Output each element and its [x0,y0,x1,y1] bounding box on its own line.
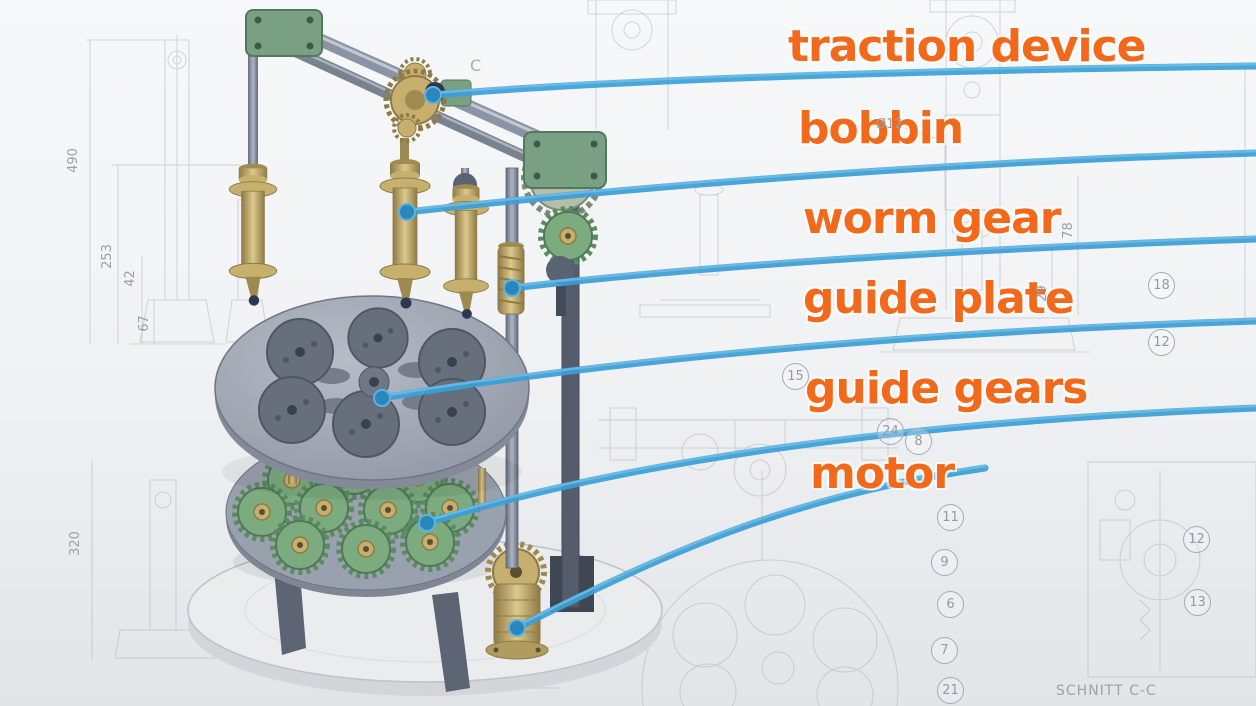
support-column [550,189,594,612]
callout-dot-traction-device [424,86,442,104]
dimension-320: 320 [67,531,83,556]
motor-part [485,541,549,660]
label-traction-device: traction device [788,21,1147,72]
label-motor: motor [810,448,955,499]
callout-dot-worm-gear [503,279,521,297]
callout-dot-bobbin [398,203,416,221]
part-number-9: 9 [931,549,958,576]
callout-line-guide-gears [423,404,1256,527]
callout-line-bobbin [403,149,1256,216]
dimension-42: 42 [122,270,138,287]
part-number-18: 18 [1148,272,1175,299]
callout-line-motor [513,464,989,632]
part-number-12: 12 [1148,329,1175,356]
bobbin-assembly [228,54,489,320]
part-number-15: 15 [782,363,809,390]
part-number-21: 21 [937,677,964,704]
part-number-24: 24 [877,418,904,445]
dimension-253: 253 [99,244,115,269]
dimension-67: 67 [136,315,152,332]
part-number-6: 6 [937,591,964,618]
label-worm-gear: worm gear [803,193,1061,244]
dimension-29: 29 [1034,285,1050,302]
callout-line-guide-plate [378,317,1256,402]
blueprint-background [86,0,1256,706]
callout-dot-guide-plate [373,389,391,407]
traction-device-part [245,9,607,189]
label-bobbin: bobbin [798,103,964,154]
section-label: SCHNITT C-C [1056,683,1157,699]
callout-line-traction-device [429,62,1256,99]
callout-line-worm-gear [508,235,1256,292]
bobbin-left [228,163,278,307]
datum-label-c: C [470,56,482,75]
part-number-13: 13 [1184,589,1211,616]
part-number-8: 8 [905,428,932,455]
label-guide-plate: guide plate [803,273,1075,324]
bobbin-center [379,158,431,309]
machine-render [187,9,1256,696]
dimension-diameter-12: Ø12 [876,117,903,132]
callout-lines [373,62,1256,637]
dimension-490: 490 [65,148,81,173]
guide-plate-part [214,295,530,500]
dimension-78: 78 [1060,222,1076,239]
label-guide-gears: guide gears [805,363,1088,414]
callout-dot-guide-gears [418,514,436,532]
part-number-11: 11 [937,504,964,531]
part-number-7: 7 [931,637,958,664]
part-number-12b: 12 [1183,526,1210,553]
callout-dot-motor [508,619,526,637]
